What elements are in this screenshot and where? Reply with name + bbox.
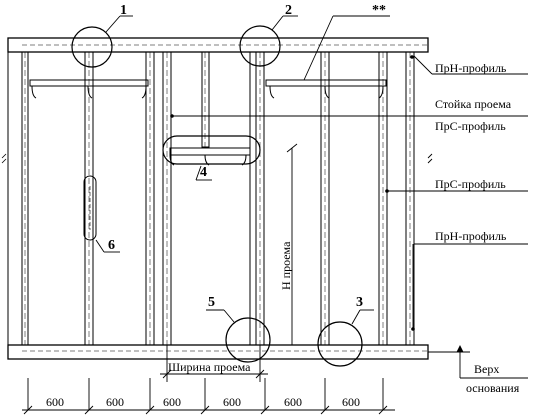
callout-2: 2 <box>285 3 292 18</box>
label-osnovaniya: основания <box>466 381 520 395</box>
callout-5: 5 <box>208 295 215 310</box>
label-stoyka: Стойка проема <box>435 97 512 111</box>
top-runner <box>7 37 429 53</box>
bottom-runner <box>7 344 429 360</box>
cross-bars <box>29 79 387 166</box>
label-prn-right: ПрН-профиль <box>435 229 507 243</box>
label-shirina: Ширина проема <box>168 360 251 374</box>
dim-600-5: 600 <box>284 395 302 409</box>
double-asterisk: ** <box>372 3 386 18</box>
stud-centerlines <box>24 52 411 345</box>
opening-width-dim <box>160 345 268 382</box>
callout-circles <box>71 25 363 367</box>
dim-600-4: 600 <box>223 395 241 409</box>
label-prs-top: ПрС-профиль <box>435 119 506 133</box>
dim-600-2: 600 <box>106 395 124 409</box>
dim-600-3: 600 <box>163 395 181 409</box>
base-level <box>428 344 528 379</box>
callout-6: 6 <box>108 238 115 253</box>
profile-leaders <box>172 55 528 245</box>
callout-4: 4 <box>200 165 207 180</box>
leader-dots <box>170 55 415 331</box>
dim-600-6: 600 <box>342 395 360 409</box>
double-asterisk-leader <box>303 15 390 81</box>
label-prn-top: ПрН-профиль <box>435 61 507 75</box>
label-h-proema: Н проема <box>279 241 293 290</box>
dim-600-1: 600 <box>46 395 64 409</box>
label-prs-right: ПрС-профиль <box>435 177 506 191</box>
callout-leaders <box>95 15 374 325</box>
callout-3: 3 <box>356 295 363 310</box>
left-edge <box>1 38 9 359</box>
right-break-mark <box>427 153 433 164</box>
spacing-dim-chain <box>22 378 395 415</box>
header-studs <box>201 51 210 148</box>
callout-1: 1 <box>120 3 127 18</box>
detail-6-shape <box>83 175 97 241</box>
opening-height-dim <box>286 143 298 345</box>
label-verh: Верх <box>474 362 499 376</box>
detail-4-outline <box>162 135 261 165</box>
